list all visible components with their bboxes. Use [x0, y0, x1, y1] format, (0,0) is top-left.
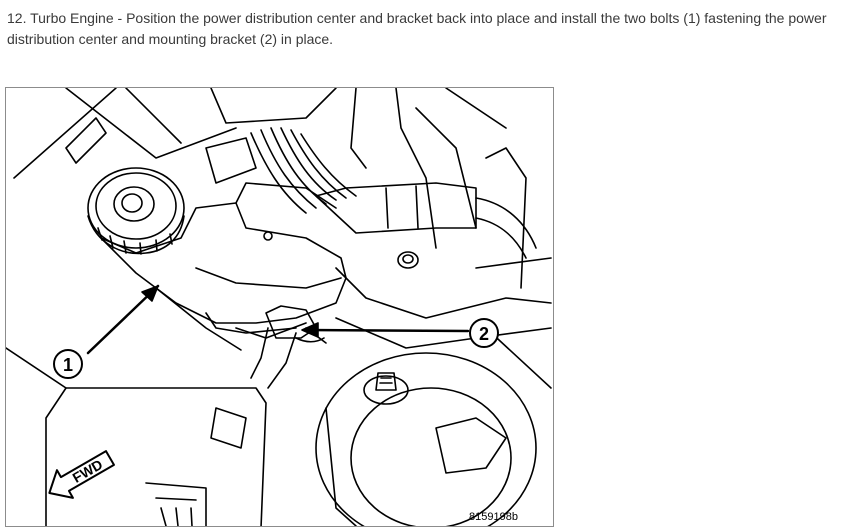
callout-1-label: 1: [63, 355, 73, 375]
instruction-text: 12. Turbo Engine - Position the power di…: [7, 10, 827, 47]
figure-id: 8159198b: [469, 511, 518, 523]
callout-2-label: 2: [479, 324, 489, 344]
engine-bay-line-drawing: 1 2 FWD 8159198b: [6, 88, 552, 526]
wiring-harness: [250, 127, 537, 259]
reservoir-cap: [87, 167, 185, 255]
fwd-arrow: FWD: [48, 450, 115, 499]
callout-1: 1: [53, 284, 160, 379]
service-illustration: 1 2 FWD 8159198b: [5, 87, 554, 527]
lower-housing: [6, 347, 267, 526]
power-distribution-center: [100, 182, 347, 351]
bolt-right: [397, 251, 419, 269]
callout-2: 2: [301, 318, 499, 348]
background-structure: [13, 88, 552, 349]
strut-tower: [315, 327, 552, 526]
